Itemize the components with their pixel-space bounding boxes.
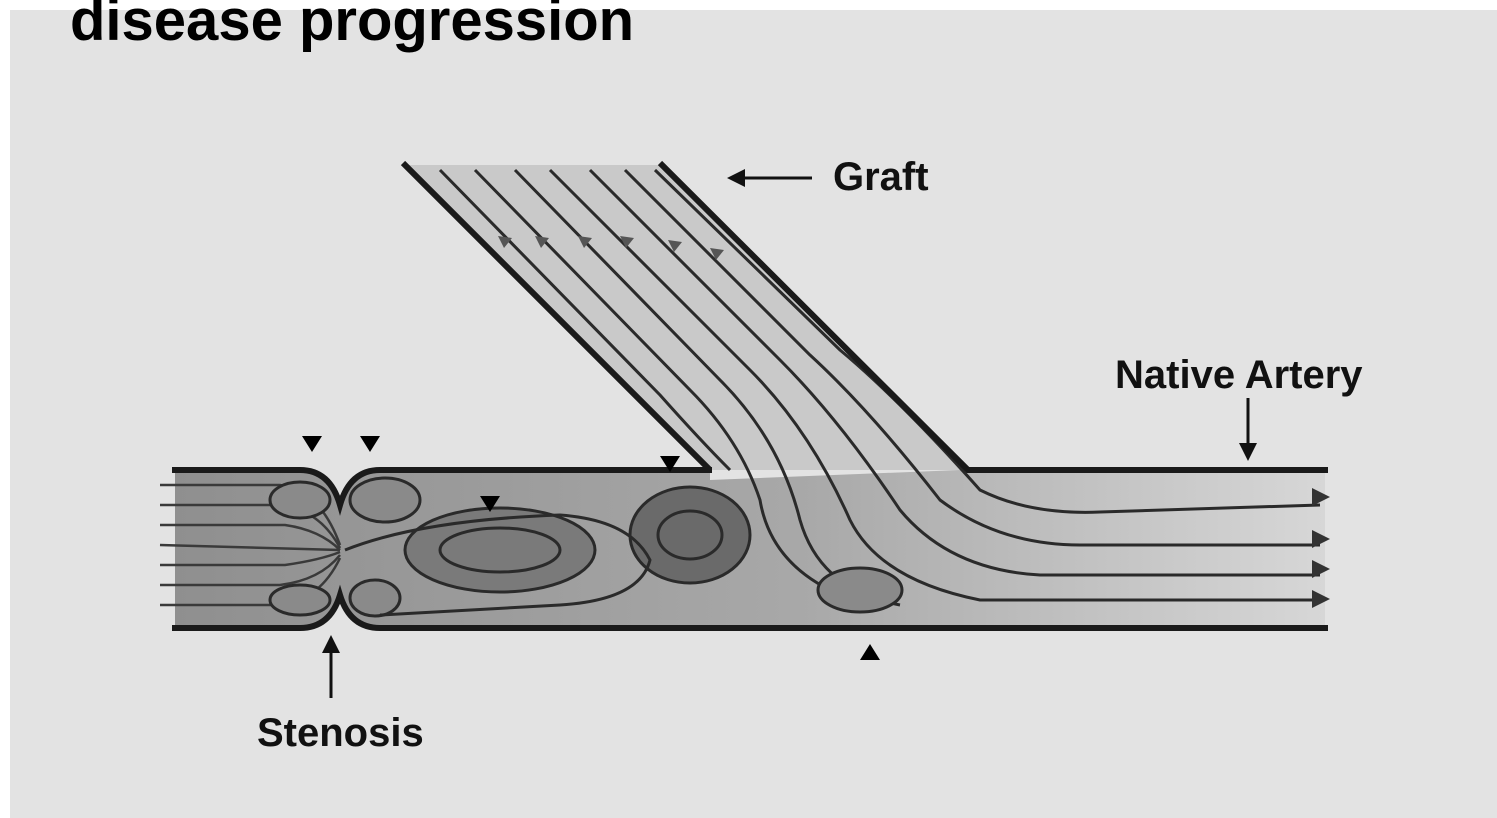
stenosis-label: Stenosis [257, 711, 424, 755]
triangle-marker-icon [860, 644, 880, 660]
stenosis-label-group: Stenosis [257, 644, 424, 755]
triangle-marker-icon [302, 436, 322, 452]
triangle-marker-icon [360, 436, 380, 452]
graft-label-group: Graft [736, 155, 929, 199]
native-artery-label-group: Native Artery [1115, 353, 1363, 452]
graft-label: Graft [833, 155, 929, 199]
native-artery-label: Native Artery [1115, 353, 1363, 397]
